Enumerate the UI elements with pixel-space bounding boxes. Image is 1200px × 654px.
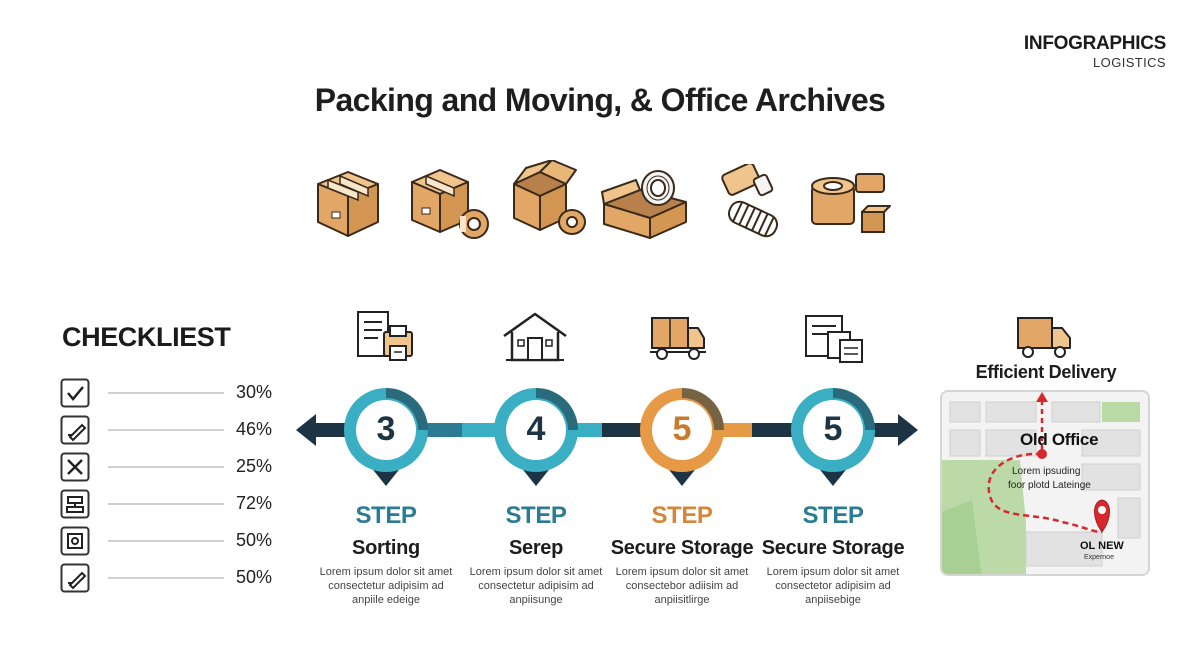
checkmark-box-icon[interactable] xyxy=(60,378,90,408)
checklist-item: 72% xyxy=(60,489,280,519)
checklist-item: 50% xyxy=(60,526,280,556)
step-number: 5 xyxy=(823,410,843,448)
checklist-line xyxy=(108,577,224,579)
step-label: STEP xyxy=(802,502,864,529)
brand-subtitle: LOGISTICS xyxy=(1093,55,1166,70)
tape-roll-box-icon xyxy=(811,173,891,233)
map-graphic xyxy=(942,392,1148,574)
step-number: 4 xyxy=(526,410,546,448)
step-circle xyxy=(791,388,875,486)
old-office-label: Old Office xyxy=(1020,430,1099,449)
house-icon xyxy=(503,312,567,362)
taped-box-icon xyxy=(317,171,379,237)
step-name: Serep xyxy=(508,537,564,559)
documents-printer-icon xyxy=(357,311,413,361)
step-name: Sorting xyxy=(352,537,420,559)
step-description: Lorem ipsum dolor sit amet consectetur ad… xyxy=(451,565,621,607)
delivery-truck-icon xyxy=(1017,317,1071,358)
stamp-box-icon[interactable] xyxy=(60,489,90,519)
step-description-line: Lorem ipsum dolor sit amet xyxy=(766,566,900,578)
step-description-line: anpiile edeige xyxy=(352,594,420,606)
box-and-tape-icon xyxy=(411,169,489,239)
stacked-documents-icon xyxy=(805,315,863,363)
checklist-line xyxy=(108,429,224,431)
checklist-line xyxy=(108,392,224,394)
checklist-line xyxy=(108,466,224,468)
step-description-line: Lorem ipsum dolor sit amet xyxy=(469,566,603,578)
checklist-item: 30% xyxy=(60,378,280,408)
edit-box-icon[interactable] xyxy=(60,415,90,445)
page-title: Packing and Moving, & Office Archives xyxy=(314,82,886,118)
checklist-percent: 50% xyxy=(236,567,273,587)
step-name: Secure Storage xyxy=(761,537,905,559)
tape-rolls-icon xyxy=(721,164,779,238)
step-description-line: consectetur adipisim ad xyxy=(328,580,444,592)
step-label: STEP xyxy=(505,502,567,529)
map-text-2: foor plotd Lateinge xyxy=(1008,480,1091,491)
step-description: Lorem ipsum dolor sit amet consectetur ad… xyxy=(301,565,471,607)
packing-icons-row xyxy=(312,160,898,246)
route-map: Old Office Lorem ipsuding foor plotd Lat… xyxy=(940,390,1150,576)
open-box-tape-icon xyxy=(513,160,586,235)
new-office-sub: Expernoe xyxy=(1084,554,1114,561)
checklist-line xyxy=(108,503,224,505)
checklist-percent: 72% xyxy=(236,493,273,513)
brand: INFOGRAPHICS LOGISTICS xyxy=(1024,34,1166,69)
map-text-1: Lorem ipsuding xyxy=(1012,466,1081,477)
cross-box-icon[interactable] xyxy=(60,452,90,482)
edit-box-icon[interactable] xyxy=(60,563,90,593)
step-circle xyxy=(494,388,578,486)
step-description-line: anpiisitlirge xyxy=(654,594,710,606)
step-number: 3 xyxy=(376,410,396,448)
step-description-line: consectebor adiisim ad xyxy=(625,580,739,592)
checklist-line xyxy=(108,540,224,542)
checklist-title: CHECKLIEST xyxy=(62,322,231,352)
step-description-line: consectetur adipisim ad xyxy=(478,580,594,592)
step-number: 5 xyxy=(672,410,692,448)
brand-name: INFOGRAPHICS xyxy=(1023,33,1166,54)
checklist-item: 46% xyxy=(60,415,280,445)
step-description-line: anpiisunge xyxy=(509,594,563,606)
open-box-roll-icon xyxy=(601,170,687,239)
step-description-line: consectetor adipisim ad xyxy=(775,580,891,592)
step-description: Lorem ipsum dolor sit amet consectebor ad… xyxy=(597,565,767,607)
step-label: STEP xyxy=(355,502,417,529)
checklist-item: 25% xyxy=(60,452,280,482)
step-name: Secure Storage xyxy=(610,537,754,559)
step-description-line: Lorem ipsum dolor sit amet xyxy=(319,566,453,578)
checklist-item: 50% xyxy=(60,563,280,593)
step-description-line: Lorem ipsum dolor sit amet xyxy=(615,566,749,578)
checklist-percent: 50% xyxy=(236,530,273,550)
new-office-label: OL NEW xyxy=(1080,540,1124,552)
step-circle xyxy=(640,388,724,486)
checklist-percent: 30% xyxy=(236,382,273,402)
safe-box-icon[interactable] xyxy=(60,526,90,556)
step-circle xyxy=(344,388,428,486)
step-description-line: anpiisebige xyxy=(805,594,861,606)
step-label: STEP xyxy=(651,502,713,529)
checklist-percent: 25% xyxy=(236,456,273,476)
step-description: Lorem ipsum dolor sit amet consectetor ad… xyxy=(748,565,918,607)
delivery-title: Efficient Delivery xyxy=(975,362,1117,382)
checklist-percent: 46% xyxy=(236,419,273,439)
delivery-truck-icon xyxy=(650,317,706,360)
